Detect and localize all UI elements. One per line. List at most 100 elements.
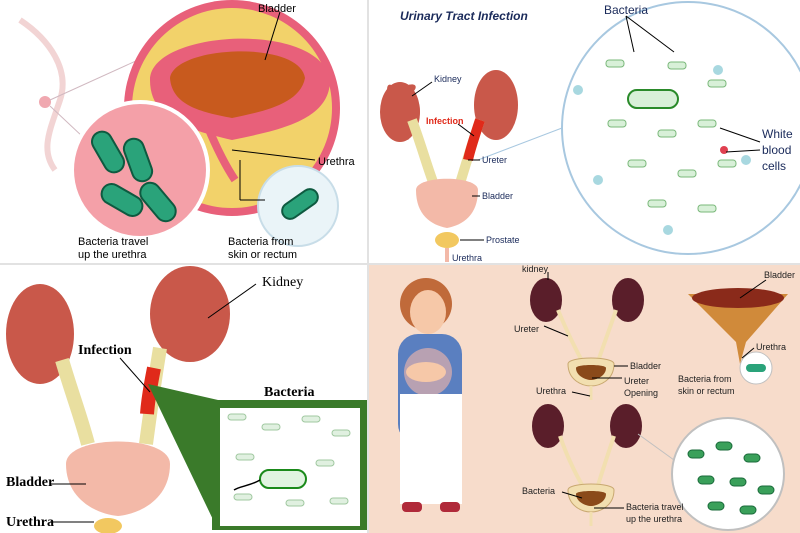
bacterium xyxy=(677,169,697,178)
leader-ureter xyxy=(543,325,569,337)
ureter-right xyxy=(594,435,616,493)
panel-woman-pain: kidney Ureter Bladder Urethra Ureter Ope… xyxy=(368,264,800,533)
label-bacteria: Bacteria xyxy=(264,385,315,400)
bacterium xyxy=(139,181,177,223)
bacterium xyxy=(261,423,281,431)
ureter-left xyxy=(407,118,441,192)
bacterium xyxy=(746,364,766,372)
label-bacteria-from-line1: Bacteria from xyxy=(678,374,732,384)
flagellum xyxy=(233,479,261,491)
woman-hands xyxy=(406,362,446,382)
label-bacteria-travel-line2: up the urethra xyxy=(78,249,147,261)
kidney-left xyxy=(6,284,74,384)
leader-bacteria xyxy=(625,15,635,53)
bacterium xyxy=(743,453,761,463)
bacterium xyxy=(697,204,717,213)
shoe-left xyxy=(402,502,422,512)
leader-bacteria xyxy=(625,15,675,53)
woman-pants xyxy=(400,394,462,504)
zoom-line xyxy=(477,127,563,161)
label-urethra: Urethra xyxy=(452,253,482,263)
blood-cell xyxy=(573,85,583,95)
blood-cell xyxy=(741,155,751,165)
label-white-cells-line2: blood xyxy=(762,143,791,157)
label-bacteria-from-line1: Bacteria from xyxy=(228,236,293,248)
label-kidney: Kidney xyxy=(434,74,462,84)
label-urethra: Urethra xyxy=(536,386,566,396)
label-urethra: Urethra xyxy=(6,515,54,530)
urinary-tract-illustration: Urinary Tract Infection xyxy=(380,1,800,263)
prostate xyxy=(435,232,459,248)
label-bacteria-from-line2: skin or rectum xyxy=(678,386,735,396)
zoom-line xyxy=(637,433,675,461)
label-urethra: Urethra xyxy=(318,156,356,168)
bacterium xyxy=(715,441,733,451)
kidney-right-infected xyxy=(610,404,642,448)
leader-kidney xyxy=(207,283,257,319)
label-bacteria-travel-line1: Bacteria travel xyxy=(626,502,684,512)
panel-urinary-tract-infection: Urinary Tract Infection xyxy=(368,0,800,264)
blood-cell xyxy=(593,175,603,185)
panel-divider-horizontal xyxy=(0,263,800,265)
bacterium xyxy=(697,475,715,485)
shoe-right xyxy=(440,502,460,512)
leader-urethra xyxy=(231,149,316,161)
prostate xyxy=(94,518,122,533)
bacterium xyxy=(607,119,627,128)
bladder-cross-section-illustration: Bladder Urethra Bacteria travel up the u… xyxy=(18,0,356,261)
ureter-left xyxy=(55,358,95,446)
ureter-left xyxy=(558,435,588,493)
label-bacteria: Bacteria xyxy=(522,486,555,496)
bladder-funnel xyxy=(688,294,788,364)
leader-bladder-right xyxy=(739,279,767,299)
label-infection: Infection xyxy=(78,343,132,358)
kidney-right xyxy=(474,70,518,140)
urethra-tube xyxy=(201,118,239,183)
woman-pain-illustration: kidney Ureter Bladder Urethra Ureter Ope… xyxy=(398,264,795,531)
bacterium xyxy=(122,137,154,183)
label-kidney: Kidney xyxy=(262,275,303,290)
leader-kidney xyxy=(411,81,433,97)
zoom-window xyxy=(220,408,360,526)
label-bladder: Bladder xyxy=(258,3,296,15)
zoom-wedge xyxy=(148,384,218,530)
leader-urethra-right xyxy=(741,347,755,359)
label-ureter: Ureter xyxy=(514,324,539,334)
bladder-opening xyxy=(692,288,784,308)
bladder-urine xyxy=(576,365,606,380)
urinary-tract-zoom-illustration: Kidney Infection Bacteria Bladder Urethr… xyxy=(6,266,368,533)
label-bladder: Bladder xyxy=(482,191,513,201)
label-bladder-right: Bladder xyxy=(764,270,795,280)
bladder xyxy=(66,441,170,516)
bacterium xyxy=(605,59,625,68)
bacterium-large xyxy=(259,469,307,489)
leader-bladder xyxy=(264,11,281,61)
label-urethra-right: Urethra xyxy=(756,342,786,352)
leader-infection xyxy=(457,123,475,137)
label-white-cells-line3: cells xyxy=(762,159,786,173)
kidney-right xyxy=(150,266,230,362)
panel-bladder-cross-section: Bladder Urethra Bacteria travel up the u… xyxy=(0,0,368,264)
bacterium xyxy=(739,505,757,515)
label-bladder: Bladder xyxy=(630,361,661,371)
kidney-right xyxy=(612,278,644,322)
label-ureter: Ureter xyxy=(482,155,507,165)
label-bacteria-from-line2: skin or rectum xyxy=(228,249,297,261)
panel-urinary-tract-zoom: Kidney Infection Bacteria Bladder Urethr… xyxy=(0,264,368,533)
kidney-left xyxy=(530,278,562,322)
bacterium xyxy=(329,497,349,505)
red-blood-cell xyxy=(720,146,728,154)
woman-face xyxy=(410,290,446,334)
label-bladder: Bladder xyxy=(6,475,54,490)
label-ureter-opening-line2: Opening xyxy=(624,388,658,398)
bacterium xyxy=(729,477,747,487)
bacterium xyxy=(697,119,717,128)
bacterium xyxy=(315,459,335,467)
bacterium xyxy=(233,493,253,501)
bacterium xyxy=(331,429,351,437)
bacteria-magnified-circle xyxy=(671,417,785,531)
bacterium xyxy=(657,129,677,138)
label-white-cells-line1: White xyxy=(762,127,793,141)
leader-urethra xyxy=(571,391,591,397)
bacterium xyxy=(647,199,667,208)
